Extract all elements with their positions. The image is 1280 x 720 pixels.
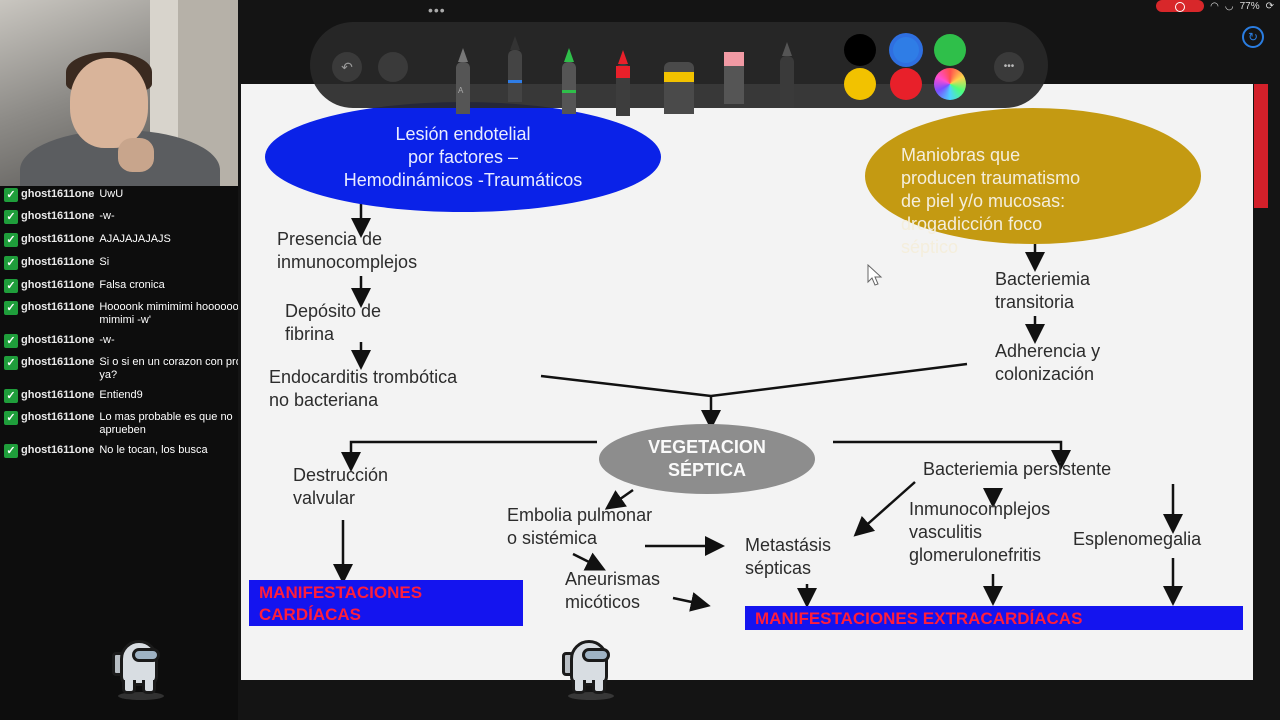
markup-toolbar: ↶ A ••• — [310, 22, 1048, 116]
verified-check-icon: ✓ — [4, 188, 18, 202]
verified-check-icon: ✓ — [4, 233, 18, 247]
verified-check-icon: ✓ — [4, 356, 18, 370]
node-bacteriemia-transitoria: Bacteriemia transitoria — [995, 269, 1091, 312]
node-inmunocomplejos: Inmunocomplejos vasculitis glomerulonefr… — [909, 499, 1051, 565]
color-swatch-black[interactable] — [844, 34, 876, 66]
node-endocarditis: Endocarditis trombótica no bacteriana — [269, 367, 458, 410]
verified-check-icon: ✓ — [4, 256, 18, 270]
grey-ellipse-node: VEGETACION SÉPTICA — [599, 424, 815, 494]
multitask-dots-icon[interactable]: ••• — [428, 2, 446, 18]
verified-check-icon: ✓ — [4, 334, 18, 348]
wifi-icon: ◠ — [1210, 0, 1219, 12]
node-embolia: Embolia pulmonar o sistémica — [507, 505, 653, 548]
diagram-arrows — [333, 202, 1183, 612]
node-bacteriemia-persistente: Bacteriemia persistente — [923, 459, 1112, 479]
node-deposito: Depósito de fibrina — [285, 301, 382, 344]
node-presencia: Presencia de inmunocomplejos — [277, 229, 418, 272]
verified-check-icon: ✓ — [4, 210, 18, 224]
crewmate-icon — [562, 634, 618, 700]
color-swatch-yellow[interactable] — [844, 68, 876, 100]
screen-record-icon[interactable] — [1156, 0, 1205, 12]
pen-tool[interactable] — [508, 36, 522, 102]
more-options-icon[interactable]: ••• — [994, 52, 1024, 82]
color-wheel-icon[interactable] — [934, 68, 966, 100]
webcam-feed — [0, 0, 248, 186]
highlighter-tool[interactable] — [664, 62, 694, 114]
box-manifestaciones-cardiacas: MANIFESTACIONES CARDÍACAS — [249, 580, 523, 626]
chat-message: ✓ ghost1611one Lo mas probable es que no… — [4, 411, 279, 437]
chat-message: ✓ ghost1611one UwU — [4, 188, 279, 202]
pencil-tool[interactable] — [456, 48, 470, 114]
chat-panel: ✓ ghost1611one UwU ✓ ghost1611one -w- ✓ … — [0, 188, 292, 460]
verified-check-icon: ✓ — [4, 301, 18, 315]
box-manifestaciones-extracardiacas: MANIFESTACIONES EXTRACARDÍACAS — [745, 606, 1243, 630]
eraser-tool[interactable] — [724, 52, 744, 104]
undo-icon[interactable]: ↶ — [332, 52, 362, 82]
color-swatch-green[interactable] — [934, 34, 966, 66]
node-esplenomegalia: Esplenomegalia — [1073, 529, 1202, 549]
lasso-tool[interactable] — [780, 42, 794, 108]
verified-check-icon: ✓ — [4, 411, 18, 425]
chat-message: ✓ ghost1611one Si — [4, 256, 279, 270]
battery-level: 77% — [1239, 0, 1260, 12]
chat-message: ✓ ghost1611one Entiend9 — [4, 389, 279, 403]
marker-tool[interactable] — [562, 48, 576, 114]
status-bar: ◠ ◡ 77% ⟳ — [1156, 0, 1274, 12]
crewmate-icon — [112, 634, 168, 700]
chat-message: ✓ ghost1611one -w- — [4, 334, 279, 348]
verified-check-icon: ✓ — [4, 279, 18, 293]
chat-message: ✓ ghost1611one Hoooonk mimimimi hooooooo… — [4, 301, 279, 327]
redo-icon[interactable] — [378, 52, 408, 82]
node-destruccion: Destrucción valvular — [293, 465, 389, 508]
blue-ellipse-node: Lesión endotelial por factores – Hemodin… — [265, 102, 661, 212]
slide-canvas[interactable]: Lesión endotelial por factores – Hemodin… — [241, 84, 1253, 680]
node-adherencia: Adherencia y colonización — [995, 341, 1101, 384]
pointer-cursor-icon — [867, 264, 883, 286]
pencil-tool-label: A — [458, 86, 464, 95]
chat-message: ✓ ghost1611one -w- — [4, 210, 279, 224]
color-swatch-blue-selected[interactable] — [890, 34, 922, 66]
node-metastasis: Metastásis sépticas — [745, 535, 832, 578]
slide-scrollbar[interactable] — [1254, 84, 1268, 208]
chat-message: ✓ ghost1611one Falsa cronica — [4, 279, 279, 293]
chat-message: ✓ ghost1611one No le tocan, los busca — [4, 444, 279, 458]
chat-message: ✓ ghost1611one Si o si en un corazon con… — [4, 356, 279, 382]
sync-icon[interactable]: ↻ — [1242, 26, 1264, 48]
verified-check-icon: ✓ — [4, 389, 18, 403]
color-swatch-red[interactable] — [890, 68, 922, 100]
gold-ellipse-node: Maniobras que producen traumatismo de pi… — [865, 108, 1201, 257]
orientation-lock-icon: ⟳ — [1265, 0, 1274, 12]
crayon-tool[interactable] — [616, 50, 630, 116]
headphones-icon: ◡ — [1224, 0, 1234, 12]
node-aneurismas: Aneurismas micóticos — [565, 569, 661, 612]
verified-check-icon: ✓ — [4, 444, 18, 458]
chat-message: ✓ ghost1611one AJAJAJAJAJS — [4, 233, 279, 247]
